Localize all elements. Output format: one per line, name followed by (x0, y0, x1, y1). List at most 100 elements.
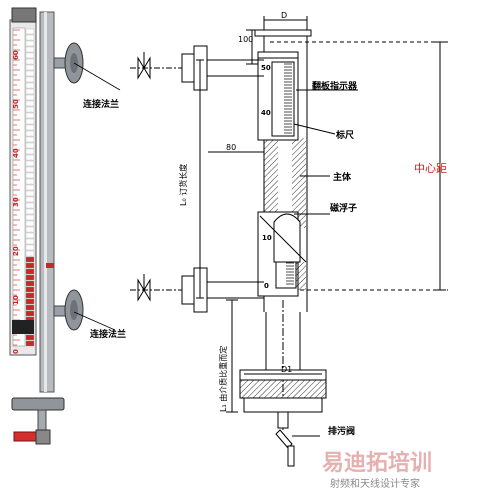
drain-valve-spout (287, 445, 295, 467)
label-indicator: 翻板指示器 (312, 80, 358, 92)
label-l1: L₁ 由介质比重而定 (218, 346, 228, 412)
photo-top-cap (11, 7, 37, 23)
photo-flap (25, 292, 35, 299)
drain-pipe (277, 411, 289, 429)
bottom-valve-symbol (137, 278, 151, 302)
leader-ruler (293, 123, 336, 135)
label-ruler: 标尺 (335, 129, 354, 141)
float-diagonal (259, 215, 307, 263)
label-float: 磁浮子 (330, 202, 357, 214)
photo-flap (25, 334, 35, 341)
photo-drain-valve (13, 431, 37, 442)
photo-flap (25, 46, 35, 53)
ruler-label-0: 0 (264, 282, 269, 290)
photo-flap (25, 76, 35, 83)
photo-bottom-flange-bore (70, 300, 78, 320)
watermark-subtitle: 射频和天线设计专家 (330, 477, 420, 490)
photo-flap (25, 220, 35, 227)
photo-flap (25, 40, 35, 47)
photo-scale-number: 20 (12, 246, 20, 256)
photo-flap (25, 244, 35, 251)
watermark-title: 易迪拓培训 (322, 450, 432, 476)
photo-flap (25, 100, 35, 107)
photo-flap (25, 58, 35, 65)
photo-flap (25, 166, 35, 173)
photo-flap (25, 340, 35, 347)
photo-flap (25, 88, 35, 95)
photo-flap (25, 28, 35, 35)
label-center-distance: 中心距 (414, 162, 447, 175)
photo-black-box (12, 320, 34, 334)
drawing-top-cap (254, 29, 312, 37)
photo-flap (25, 286, 35, 293)
photo-scale-number: 60 (12, 50, 20, 60)
photo-flap (25, 130, 35, 137)
ruler-label-40: 40 (261, 109, 271, 117)
photo-flap (25, 34, 35, 41)
photo-flap (25, 148, 35, 155)
callout-line-flange-top (73, 62, 121, 91)
photo-flap (25, 256, 35, 263)
dim-80-label: 80 (226, 143, 236, 152)
indicator-scale-window (271, 61, 295, 137)
photo-scale-number: 30 (12, 197, 20, 207)
dim-100-label: 100 (238, 35, 253, 44)
photo-float-tab (46, 263, 54, 268)
label-order-length: L₀ 订货长度 (178, 164, 188, 206)
photo-flap (25, 202, 35, 209)
photo-scale-number: 0 (12, 349, 20, 354)
photo-scale-numbers: 60 50 40 30 20 10 0 (12, 50, 20, 354)
label-flange-bottom: 连接法兰 (90, 328, 126, 340)
photo-flap (25, 142, 35, 149)
label-flange-top: 连接法兰 (83, 98, 119, 110)
photo-flap (25, 310, 35, 317)
indicator-housing-top (257, 51, 299, 59)
photo-flap (25, 196, 35, 203)
photo-scale-number: 40 (12, 148, 20, 158)
photo-flap (25, 70, 35, 77)
photo-flap (25, 160, 35, 167)
float-hatch (296, 262, 306, 290)
photo-flap (25, 106, 35, 113)
photo-flap (25, 64, 35, 71)
photo-flap (25, 250, 35, 257)
photo-flap (25, 262, 35, 269)
photo-flap (25, 136, 35, 143)
photo-valve-body (35, 429, 51, 445)
dim-d-label: D (281, 11, 287, 20)
photo-flap (25, 208, 35, 215)
body-hatch-left (264, 138, 278, 228)
base-flange-bottom (243, 397, 323, 413)
photo-scale-number: 50 (12, 99, 20, 109)
photo-scale-strip (12, 27, 26, 347)
label-drain-valve: 排污阀 (328, 425, 355, 437)
photo-flap (25, 274, 35, 281)
photo-flap (25, 82, 35, 89)
photo-flap (25, 118, 35, 125)
magnetic-float (273, 213, 301, 263)
indicator-ladder-top (284, 63, 292, 134)
drain-valve-body (275, 429, 293, 449)
photo-flap (25, 178, 35, 185)
product-photo: 60 50 40 30 20 10 0 (9, 7, 84, 445)
photo-flap (25, 94, 35, 101)
photo-flap (25, 112, 35, 119)
ruler-label-50: 50 (261, 64, 271, 72)
photo-flap (25, 298, 35, 305)
photo-flap (25, 268, 35, 275)
base-flange-body (239, 379, 327, 399)
photo-flap (25, 190, 35, 197)
photo-flap (25, 232, 35, 239)
photo-base-flange (11, 397, 65, 411)
label-body: 主体 (333, 171, 352, 183)
photo-flap (25, 304, 35, 311)
body-hatch-right (292, 138, 306, 228)
photo-scale-number: 10 (12, 295, 20, 305)
bottom-counter-flange (181, 275, 195, 305)
photo-flap (25, 280, 35, 287)
photo-flap (25, 226, 35, 233)
photo-flap-strip (13, 28, 35, 347)
photo-flap (25, 52, 35, 59)
photo-flap (25, 184, 35, 191)
dim-d1-label: D1 (281, 365, 292, 374)
